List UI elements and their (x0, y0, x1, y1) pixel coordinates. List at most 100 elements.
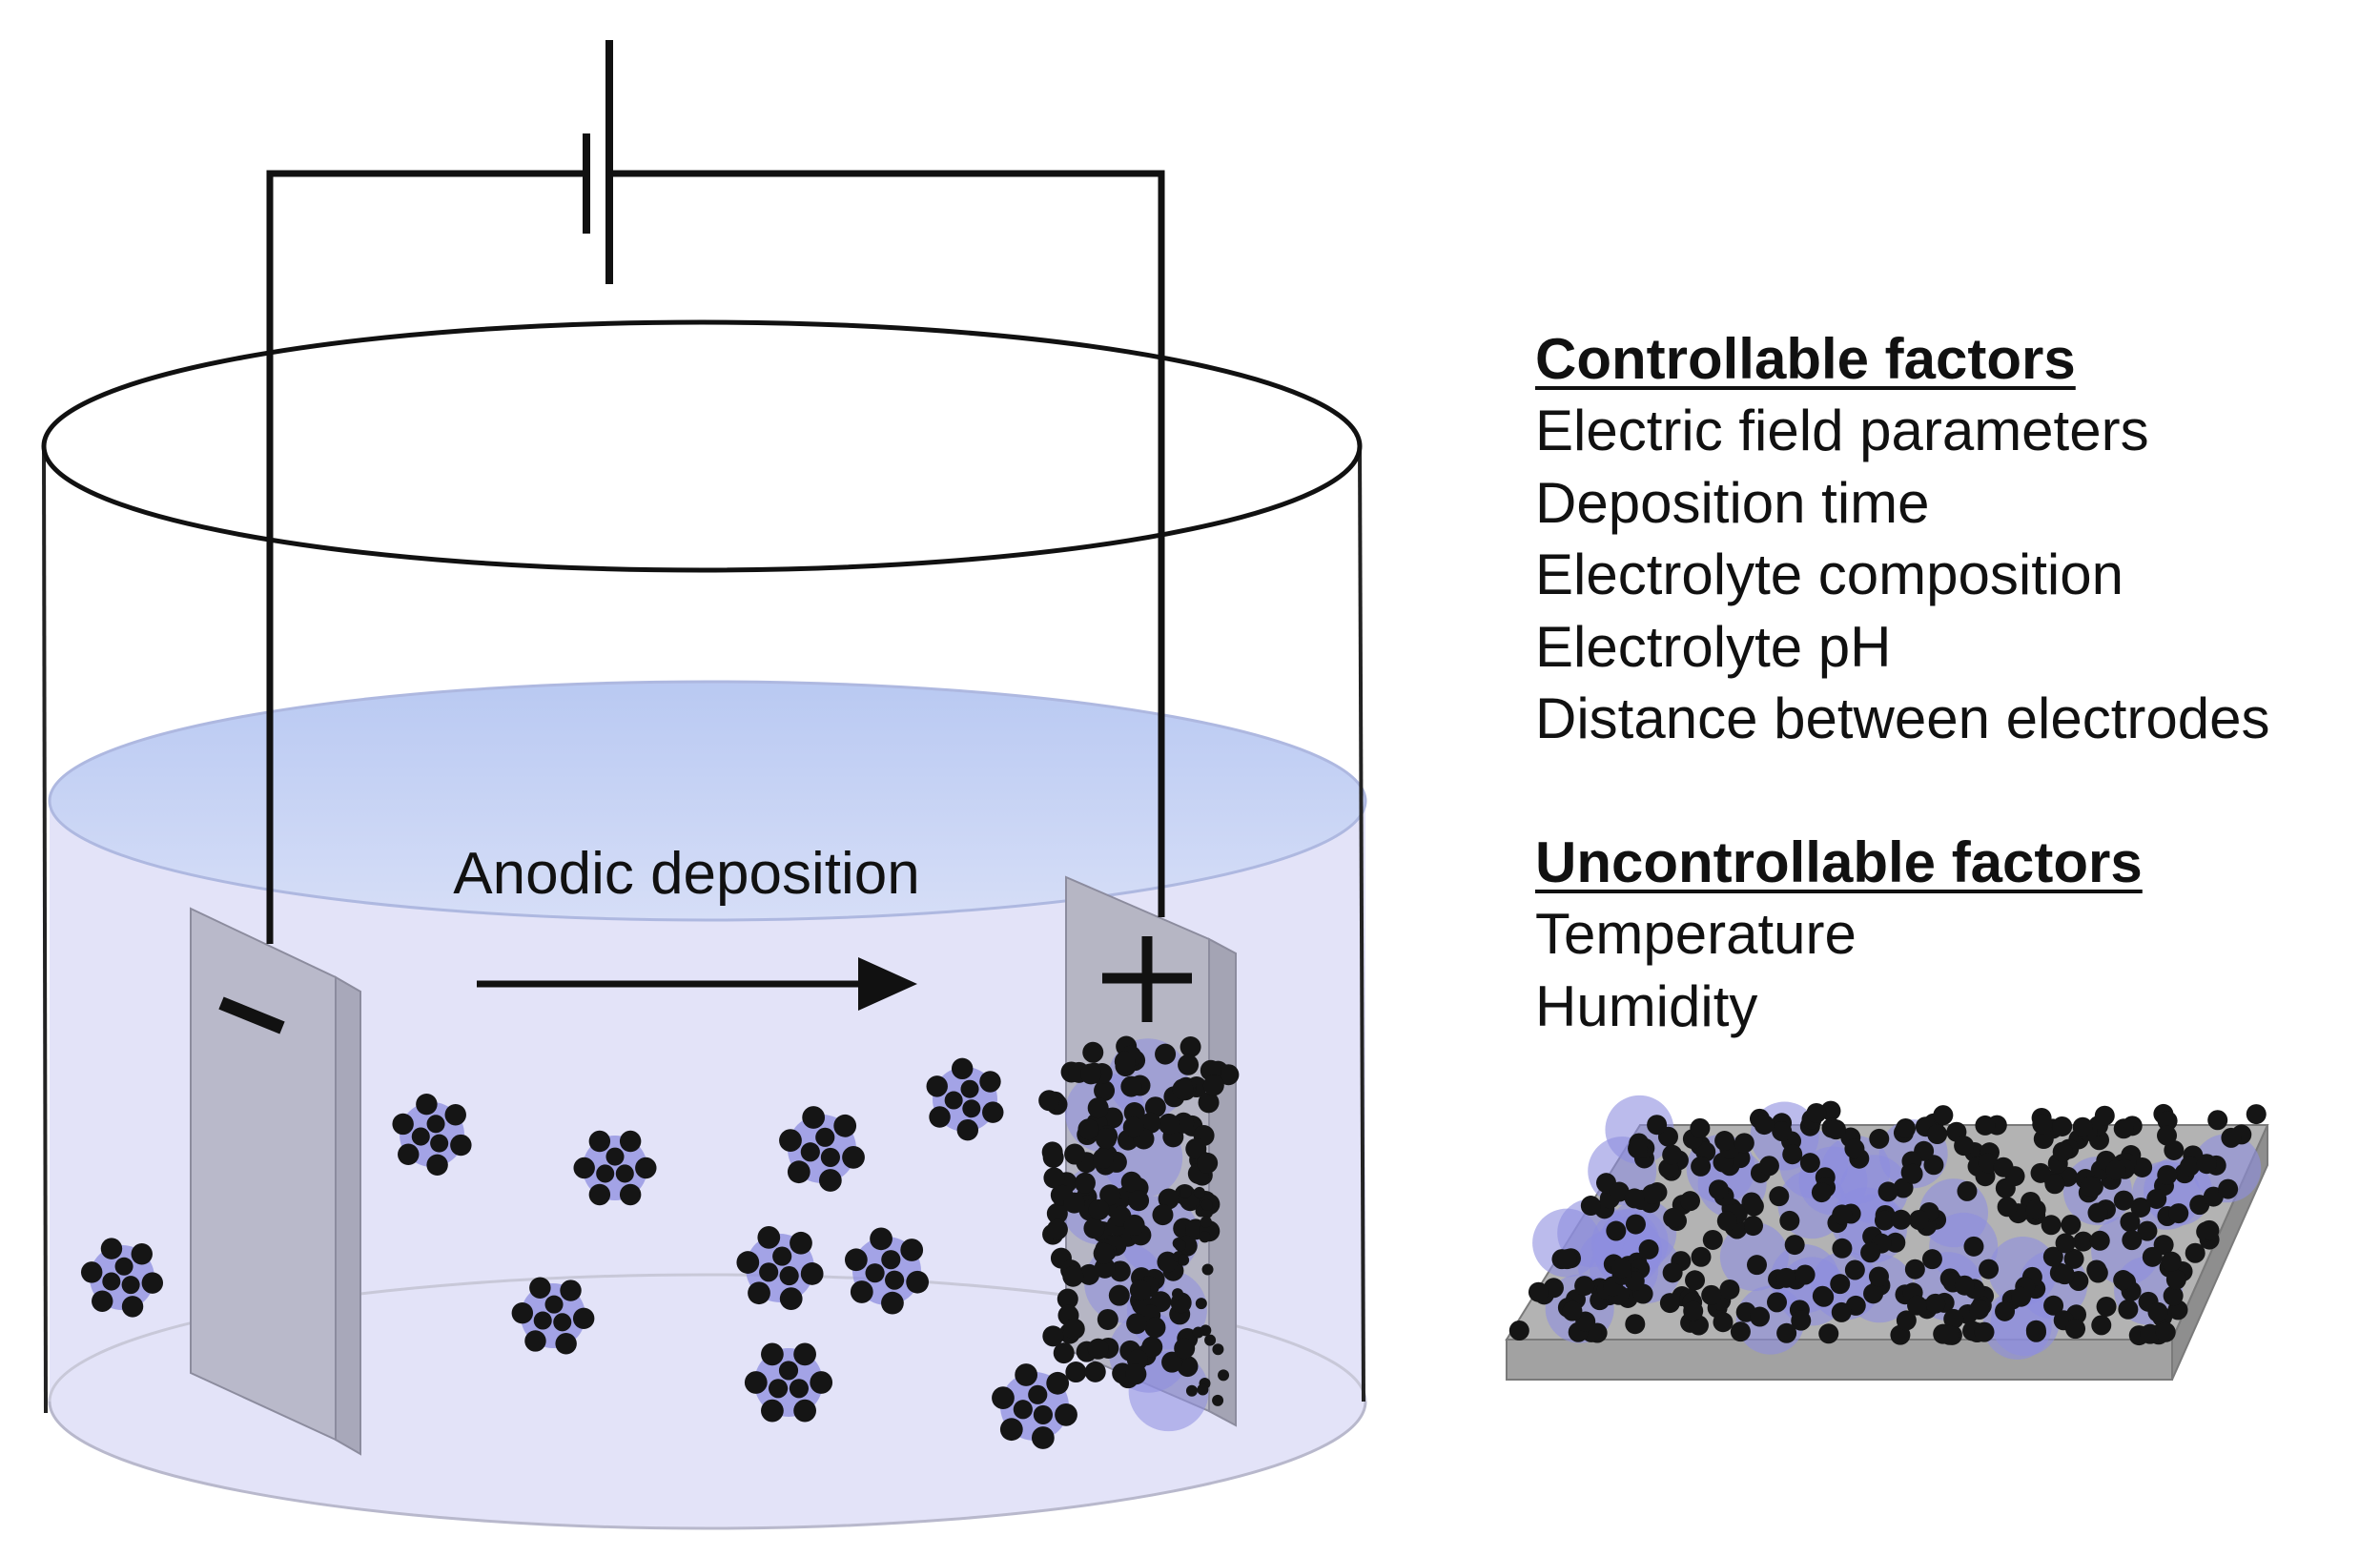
deposit-dot (1180, 1036, 1201, 1058)
coating-dot (2052, 1116, 2073, 1136)
deposit-dot (1185, 1384, 1198, 1397)
coating-dot (1825, 1119, 1846, 1140)
deposit-dot (1158, 1113, 1180, 1135)
deposit-dot (1161, 1351, 1183, 1373)
cathode (190, 896, 361, 1456)
particle-dot (810, 1371, 833, 1394)
deposit-dot (1122, 1116, 1144, 1138)
coating-dot (1690, 1117, 1711, 1138)
particle-dot (1031, 1426, 1055, 1449)
coating-dot (1832, 1204, 1853, 1225)
coating-dot (1701, 1284, 1722, 1305)
deposit-dot (1087, 1097, 1109, 1119)
particle-dot (80, 1261, 103, 1283)
particle-dot (744, 1371, 768, 1394)
deposit-dot (1199, 1231, 1211, 1243)
particle-dot (793, 1342, 816, 1366)
particle-dot (833, 1114, 857, 1137)
coating-dot (1775, 1267, 1796, 1288)
coating-dot (2030, 1162, 2051, 1183)
cathode-front (190, 907, 337, 1442)
deposit-dot (1088, 1198, 1110, 1220)
coating-dot (1831, 1301, 1852, 1322)
deposit-dot (1192, 1326, 1204, 1339)
coating-dot (2157, 1125, 2178, 1146)
particle-dot (982, 1101, 1004, 1123)
coating-dot (1750, 1306, 1771, 1327)
particle-dot (787, 1160, 810, 1184)
particle-dot (529, 1277, 551, 1299)
particle (844, 1227, 930, 1315)
particle (573, 1130, 657, 1206)
coating-dot (1830, 1274, 1851, 1295)
particle-dot (926, 1075, 948, 1097)
coating-dot (1954, 1136, 1975, 1157)
coating-dot (2218, 1178, 2239, 1199)
deposit-dot (1078, 1263, 1100, 1285)
particle-dot (573, 1157, 595, 1179)
coating-dot (1734, 1133, 1754, 1154)
deposit-dot (1204, 1334, 1217, 1346)
controllable-item: Electrolyte composition (1535, 543, 2124, 606)
coating-dot (1954, 1275, 1975, 1296)
deposit-dot (1155, 1043, 1177, 1065)
coating-dot (2118, 1299, 2139, 1320)
particle-dot (881, 1291, 904, 1315)
particle-dot (992, 1386, 1015, 1410)
coating-dot (1769, 1186, 1790, 1207)
deposit-dot (1174, 1239, 1186, 1252)
particle-dot (999, 1418, 1023, 1442)
coating-dot (1625, 1214, 1646, 1235)
deposit-dot (1174, 1338, 1196, 1360)
coating-dot (2163, 1285, 2184, 1306)
particle-dot (929, 1106, 951, 1128)
coating-core (1605, 1095, 1674, 1164)
particle (992, 1363, 1077, 1449)
coating-dot (1562, 1300, 1583, 1321)
coating-dot (1611, 1258, 1631, 1279)
particle-dot (1028, 1384, 1048, 1404)
deposit-dot (1108, 1284, 1130, 1306)
circuit (266, 40, 1165, 939)
coating-dot (2052, 1141, 2073, 1162)
deposit-dot (1172, 1078, 1194, 1100)
particle-dot (790, 1231, 812, 1255)
particle-dot (761, 1342, 784, 1366)
controllable-item: Electric field parameters (1535, 399, 2149, 462)
deposit-dot (1172, 1288, 1184, 1300)
coating-dot (1812, 1285, 1833, 1306)
particle-dot (800, 1142, 820, 1162)
coating-dot (1921, 1249, 1942, 1270)
coating-dot (2065, 1319, 2086, 1340)
coating-dot (2072, 1116, 2093, 1137)
coating-dot (1685, 1270, 1706, 1291)
particle (80, 1238, 164, 1318)
deposit-dot (1200, 1216, 1212, 1228)
particle-dot (870, 1227, 892, 1251)
deposit-dot (1123, 1214, 1145, 1236)
coating-dot (1580, 1196, 1601, 1217)
coating-dot (1683, 1300, 1704, 1321)
coating-dot (1746, 1255, 1767, 1276)
particle-dot (141, 1272, 164, 1294)
particle-dot (818, 1169, 842, 1192)
particle-dot (759, 1262, 779, 1282)
controllable-item: Electrolyte pH (1535, 614, 1892, 679)
process-label: Anodic deposition (453, 841, 919, 907)
coating-dot (2032, 1114, 2053, 1135)
particle-dot (1033, 1404, 1053, 1424)
deposit-dot (1144, 1317, 1166, 1339)
coating-dot (2146, 1188, 2167, 1209)
deposit-dot (1087, 1338, 1109, 1360)
coating-dot (1979, 1259, 2000, 1280)
deposit-dot (1063, 1192, 1085, 1214)
electrolyte-surface (48, 680, 1367, 922)
particle-dot (131, 1243, 153, 1265)
coating-dot (1719, 1279, 1740, 1300)
coating-dot (1877, 1181, 1898, 1202)
deposit-dot (1178, 1254, 1190, 1266)
deposit-dot (1095, 1128, 1117, 1150)
coating-dot (1625, 1314, 1646, 1335)
deposit-dot (1064, 1143, 1086, 1165)
deposit-dot (1057, 1288, 1078, 1310)
